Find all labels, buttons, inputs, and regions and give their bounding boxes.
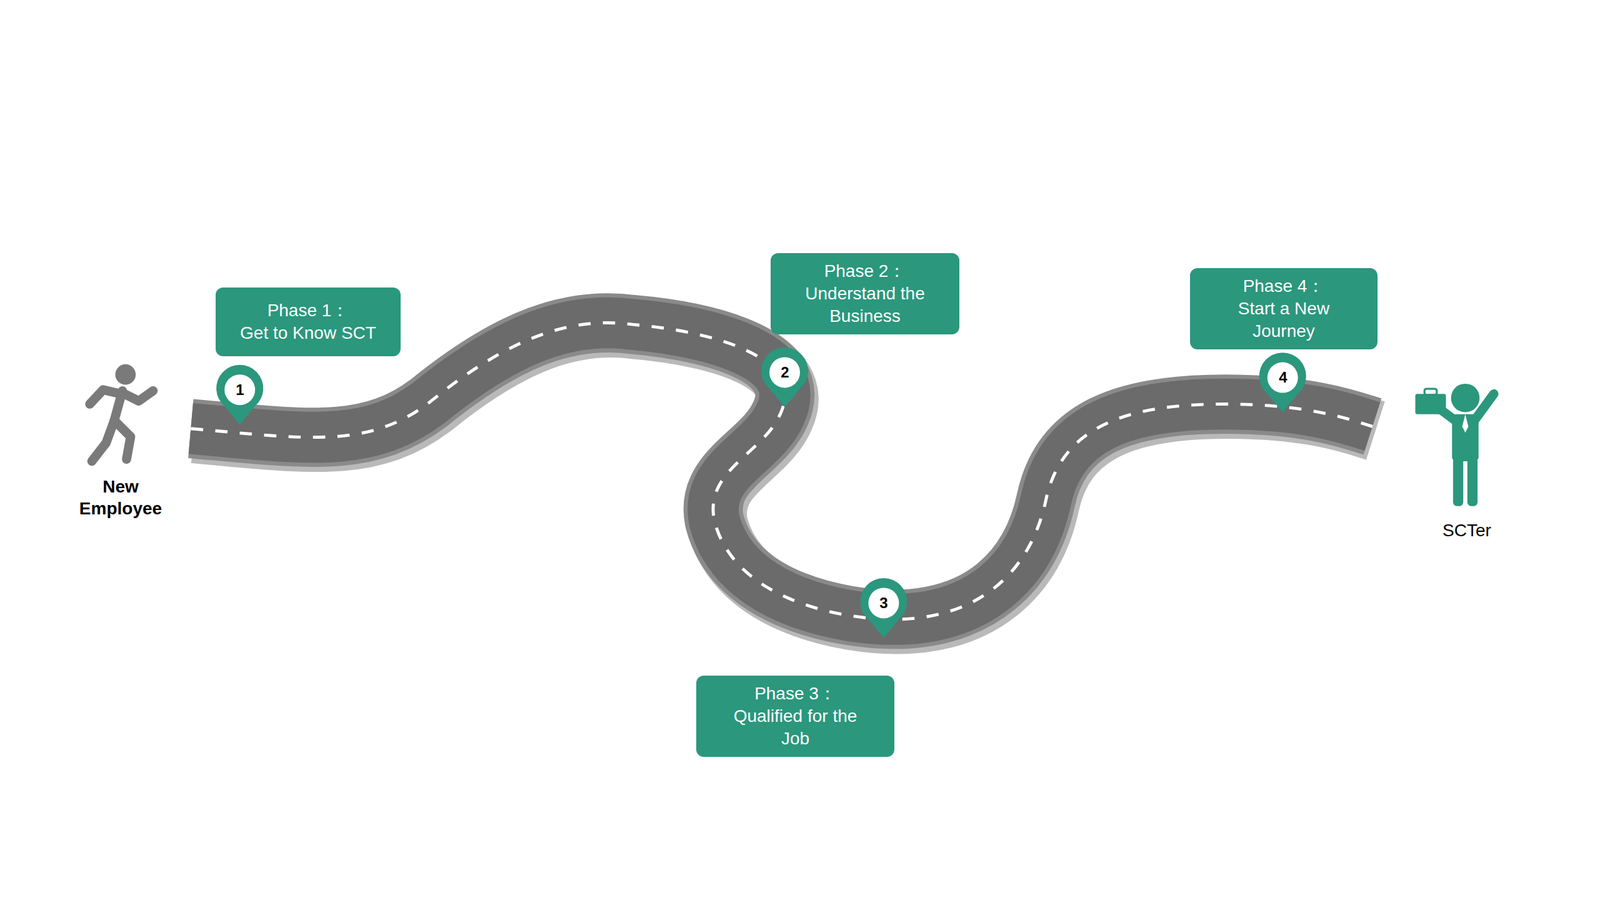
phase-heading: Phase 1： bbox=[267, 299, 350, 322]
figure-caption: SCTer bbox=[1420, 519, 1514, 542]
road-markings bbox=[190, 322, 1373, 620]
phase-box: Phase 2：Understand the Business bbox=[770, 253, 960, 335]
pin-center bbox=[769, 356, 800, 388]
pin-center bbox=[1267, 362, 1299, 394]
map-pin bbox=[216, 365, 264, 425]
map-pin bbox=[860, 578, 907, 638]
callout-number: 3 bbox=[871, 593, 897, 613]
road-edge bbox=[190, 322, 1373, 620]
road bbox=[190, 322, 1373, 620]
phase-title: Qualified for the Job bbox=[723, 705, 868, 750]
pin-center bbox=[224, 374, 255, 405]
phase-title: Get to Know SCT bbox=[240, 321, 377, 345]
callout-number: 4 bbox=[1270, 368, 1296, 387]
map-pin bbox=[761, 347, 809, 407]
phase-heading: Phase 3： bbox=[754, 682, 837, 705]
professional-figure bbox=[1415, 383, 1494, 507]
phase-heading: Phase 4： bbox=[1243, 275, 1325, 298]
callout-number: 1 bbox=[227, 380, 253, 400]
figure-caption: New Employee bbox=[73, 475, 168, 520]
phase-box: Phase 1：Get to Know SCT bbox=[215, 287, 401, 357]
pin-center bbox=[868, 587, 899, 619]
phase-box: Phase 4：Start a New Journey bbox=[1190, 268, 1378, 350]
phase-box: Phase 3：Qualified for the Job bbox=[696, 675, 895, 757]
callout-number: 2 bbox=[772, 363, 798, 382]
phase-heading: Phase 2： bbox=[824, 260, 907, 283]
phase-title: Start a New Journey bbox=[1221, 297, 1347, 343]
map-pin bbox=[1259, 352, 1307, 412]
phase-title: Understand the Business bbox=[786, 282, 944, 328]
runner-figure bbox=[90, 364, 154, 462]
